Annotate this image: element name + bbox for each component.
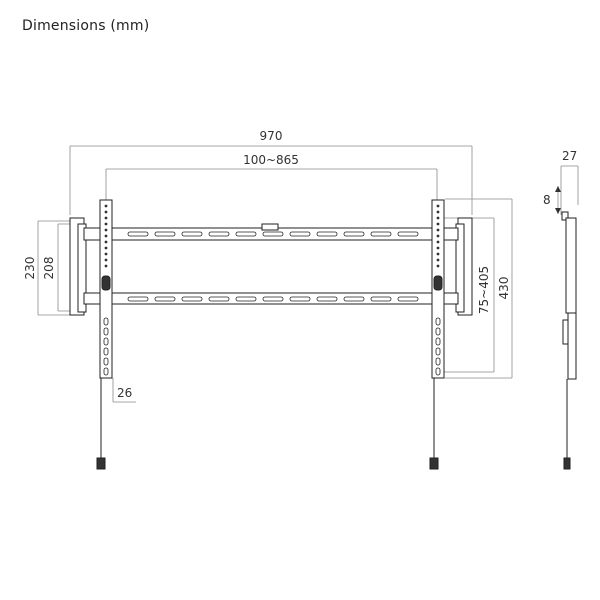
diagram-title: Dimensions (mm): [22, 18, 150, 34]
dim-inner-height: 208: [42, 223, 78, 312]
label-total-height: 430: [497, 277, 511, 300]
left-cord-handle: [96, 457, 106, 470]
mount-slot: [435, 347, 441, 356]
rail-slot: [127, 296, 149, 302]
rail-slot: [235, 296, 257, 302]
dim-vesa-vertical: 75~405: [440, 217, 495, 373]
label-vesa-horizontal: 100~865: [243, 153, 299, 167]
side-view: 27 8: [543, 149, 579, 470]
mount-hole: [436, 204, 440, 208]
mount-hole: [104, 234, 108, 238]
rail-slot: [154, 231, 176, 237]
rail-slot: [343, 296, 365, 302]
label-inner-height: 208: [42, 257, 56, 280]
rail-slot: [316, 231, 338, 237]
mount-hole: [104, 246, 108, 250]
wall-plate: [69, 217, 473, 316]
label-vesa-vertical: 75~405: [477, 266, 491, 314]
mount-slot: [103, 357, 109, 366]
mount-slot: [103, 337, 109, 346]
rail-slot: [154, 296, 176, 302]
mount-hole: [436, 258, 440, 262]
dim-total-height: 430: [445, 198, 513, 379]
mount-slot: [103, 367, 109, 376]
mount-hole: [104, 228, 108, 232]
dim-vesa-horizontal: 100~865: [105, 153, 438, 200]
mount-hole: [436, 264, 440, 268]
mount-hole: [104, 222, 108, 226]
rail-slot: [289, 296, 311, 302]
mount-hole: [436, 240, 440, 244]
mount-slot: [103, 327, 109, 336]
mount-hole: [104, 252, 108, 256]
right-bracket: [429, 199, 445, 470]
rail-slot: [370, 296, 392, 302]
rail-slot: [397, 231, 419, 237]
mount-slot: [435, 327, 441, 336]
dim-bracket-width: 26: [112, 378, 136, 403]
side-bracket: [565, 217, 577, 314]
mount-hole: [436, 228, 440, 232]
left-bracket: [96, 199, 113, 470]
mount-slot: [435, 317, 441, 326]
label-tilt-gap: 8: [543, 193, 551, 207]
rail-slot: [208, 296, 230, 302]
rail-slot: [397, 296, 419, 302]
mount-hole: [436, 234, 440, 238]
mount-slot: [103, 317, 109, 326]
dim-overall-width: 970: [69, 129, 473, 215]
label-depth: 27: [562, 149, 577, 163]
mount-hole: [436, 252, 440, 256]
rail-slot: [208, 231, 230, 237]
mount-slot: [435, 357, 441, 366]
mount-slot: [103, 347, 109, 356]
rail-slot: [127, 231, 149, 237]
mount-hole: [104, 258, 108, 262]
mount-hole: [104, 210, 108, 214]
label-bracket-width: 26: [117, 386, 132, 400]
label-overall-width: 970: [260, 129, 283, 143]
mount-hole: [104, 264, 108, 268]
mount-hole: [104, 204, 108, 208]
rail-slot: [235, 231, 257, 237]
dim-outer-height: 230: [23, 220, 70, 316]
rail-slot: [289, 231, 311, 237]
rail-slot: [181, 231, 203, 237]
rail-slot: [316, 296, 338, 302]
mount-slot: [435, 367, 441, 376]
rail-slot: [343, 231, 365, 237]
mount-hole: [436, 210, 440, 214]
bottom-rail: [83, 292, 459, 305]
center-clip: [261, 223, 279, 231]
mount-hole: [104, 240, 108, 244]
mount-hole: [436, 216, 440, 220]
mount-hole: [104, 216, 108, 220]
mount-hole: [436, 246, 440, 250]
rail-slot: [370, 231, 392, 237]
label-outer-height: 230: [23, 257, 37, 280]
right-cord-handle: [429, 457, 439, 470]
mount-slot: [435, 337, 441, 346]
rail-slot: [262, 231, 284, 237]
rail-slot: [181, 296, 203, 302]
rail-slot: [262, 296, 284, 302]
mount-hole: [436, 222, 440, 226]
